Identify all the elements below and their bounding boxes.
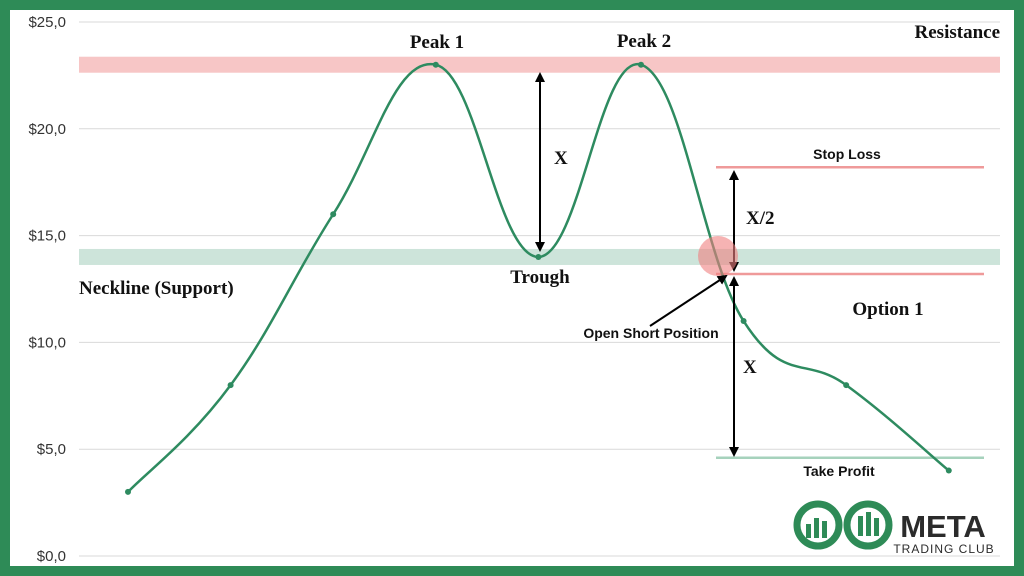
- y-tick-label: $5,0: [37, 441, 66, 458]
- trough-label: Trough: [510, 267, 570, 288]
- y-axis-ticks: $0,0 $5,0 $10,0 $15,0 $20,0 $25,0: [28, 14, 66, 565]
- meta-trading-club-logo: META TRADING CLUB: [793, 500, 994, 556]
- y-tick-label: $10,0: [28, 334, 66, 351]
- y-tick-label: $20,0: [28, 121, 66, 138]
- resistance-band: [79, 56, 1000, 73]
- data-point: [227, 382, 234, 389]
- neckline-label: Neckline (Support): [79, 278, 234, 299]
- chart-frame: $0,0 $5,0 $10,0 $15,0 $20,0 $25,0 Resistance …: [10, 10, 1014, 566]
- data-point: [432, 61, 439, 68]
- logo-subtitle: TRADING CLUB: [893, 542, 994, 556]
- take-profit-label: Take Profit: [803, 463, 875, 479]
- infinity-chart-icon: [793, 500, 893, 550]
- peak2-label: Peak 2: [617, 31, 671, 52]
- data-point: [125, 488, 131, 495]
- data-point: [535, 253, 542, 260]
- stop-loss-label: Stop Loss: [813, 146, 881, 162]
- data-point: [843, 382, 850, 389]
- entry-highlight: [698, 236, 738, 276]
- annotations: Resistance Peak 1 Peak 2 X Trough Neckli…: [79, 22, 1000, 479]
- half-x-label: X/2: [746, 208, 775, 229]
- peak1-label: Peak 1: [410, 32, 464, 53]
- data-point: [330, 211, 337, 218]
- data-point: [945, 467, 952, 474]
- resistance-label: Resistance: [915, 22, 1000, 43]
- x-height-label: X: [554, 148, 568, 169]
- chart-canvas: $0,0 $5,0 $10,0 $15,0 $20,0 $25,0 Resistance …: [28, 14, 1000, 565]
- price-series: [125, 61, 952, 495]
- data-point: [740, 318, 747, 325]
- data-point: [638, 61, 644, 68]
- x-target-label: X: [743, 357, 757, 378]
- logo-name: META: [900, 509, 986, 544]
- y-tick-label: $15,0: [28, 228, 66, 245]
- open-short-label: Open Short Position: [583, 325, 718, 341]
- y-tick-label: $0,0: [37, 548, 66, 565]
- open-short-pointer: [649, 274, 728, 327]
- option-label: Option 1: [852, 299, 923, 320]
- y-tick-label: $25,0: [28, 14, 66, 31]
